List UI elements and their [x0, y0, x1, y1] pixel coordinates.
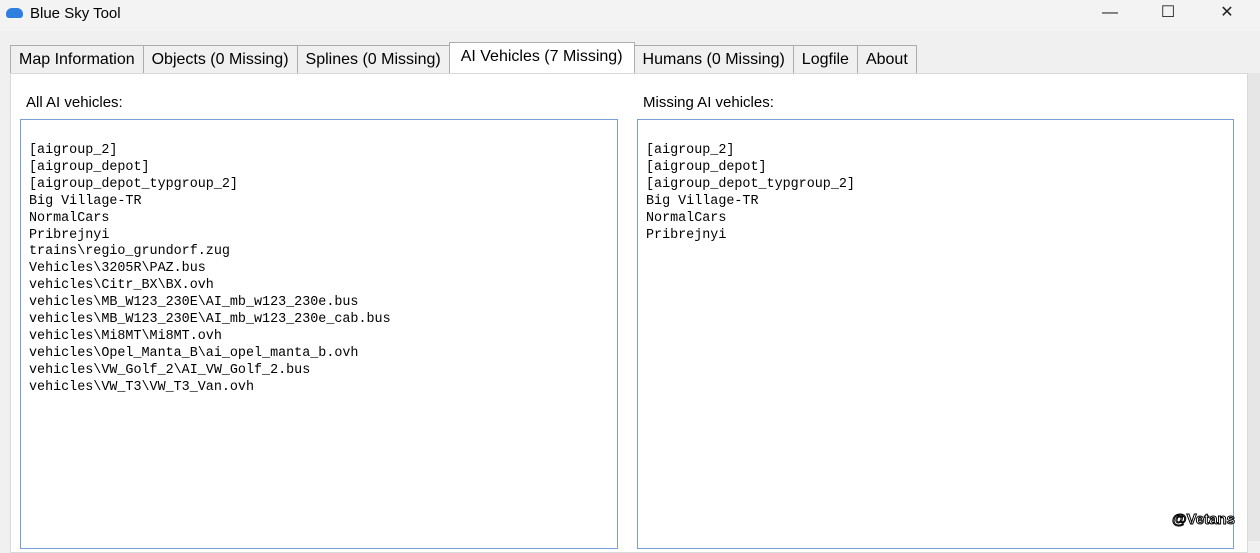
vehicle-line: vehicles\Citr_BX\BX.ovh: [29, 278, 214, 294]
vehicle-line: [aigroup_depot_typgroup_2]: [646, 176, 855, 192]
tab-objects[interactable]: Objects (0 Missing): [142, 45, 298, 73]
window-title: Blue Sky Tool: [30, 5, 121, 22]
vehicle-line: vehicles\VW_T3\VW_T3_Van.ovh: [29, 379, 254, 395]
vehicle-line: vehicles\VW_Golf_2\AI_VW_Golf_2.bus: [29, 362, 311, 378]
vehicle-line: [aigroup_depot]: [646, 159, 767, 175]
vehicle-line: [aigroup_depot]: [29, 159, 150, 175]
vehicle-line: vehicles\Opel_Manta_B\ai_opel_manta_b.ov…: [29, 345, 359, 361]
vehicle-line: trains\regio_grundorf.zug: [29, 244, 230, 260]
vehicle-line: Vehicles\3205R\PAZ.bus: [29, 261, 206, 277]
vehicle-line: vehicles\MB_W123_230E\AI_mb_w123_230e_ca…: [29, 312, 391, 328]
window-edge: [1248, 73, 1260, 541]
vehicle-line: [aigroup_2]: [29, 143, 118, 158]
vehicle-line: [aigroup_2]: [646, 143, 735, 158]
tab-about[interactable]: About: [856, 45, 917, 73]
missing-vehicles-label: Missing AI vehicles:: [643, 94, 774, 111]
vehicle-line: Big Village-TR: [29, 193, 142, 209]
vehicle-line: vehicles\Mi8MT\Mi8MT.ovh: [29, 328, 222, 344]
tab-map[interactable]: Map Information: [10, 45, 144, 73]
vehicle-line: Big Village-TR: [646, 193, 759, 209]
vehicle-line: NormalCars: [29, 210, 110, 226]
close-button[interactable]: ✕: [1220, 4, 1234, 21]
all-vehicles-label: All AI vehicles:: [26, 94, 123, 111]
tab-ai-vehicles[interactable]: AI Vehicles (7 Missing): [448, 42, 635, 73]
cloud-icon: [6, 8, 23, 18]
maximize-button[interactable]: ☐: [1160, 4, 1176, 21]
vehicle-line: Pribrejnyi: [29, 227, 110, 243]
missing-vehicles-textbox[interactable]: [aigroup_2][aigroup_depot][aigroup_depot…: [637, 119, 1234, 549]
all-vehicles-textbox[interactable]: [aigroup_2][aigroup_depot][aigroup_depot…: [20, 119, 618, 549]
title-bar: Blue Sky Tool — ☐ ✕: [0, 0, 1260, 31]
vehicle-line: Pribrejnyi: [646, 227, 727, 243]
tab-logfile[interactable]: Logfile: [792, 45, 858, 73]
minimize-button[interactable]: —: [1102, 4, 1118, 21]
vehicle-line: [aigroup_depot_typgroup_2]: [29, 176, 238, 192]
vehicle-line: NormalCars: [646, 210, 727, 226]
tab-splines[interactable]: Splines (0 Missing): [296, 45, 450, 73]
vehicle-line: vehicles\MB_W123_230E\AI_mb_w123_230e.bu…: [29, 295, 359, 311]
watermark: @Vetans: [1172, 511, 1236, 529]
tab-humans[interactable]: Humans (0 Missing): [633, 45, 794, 73]
